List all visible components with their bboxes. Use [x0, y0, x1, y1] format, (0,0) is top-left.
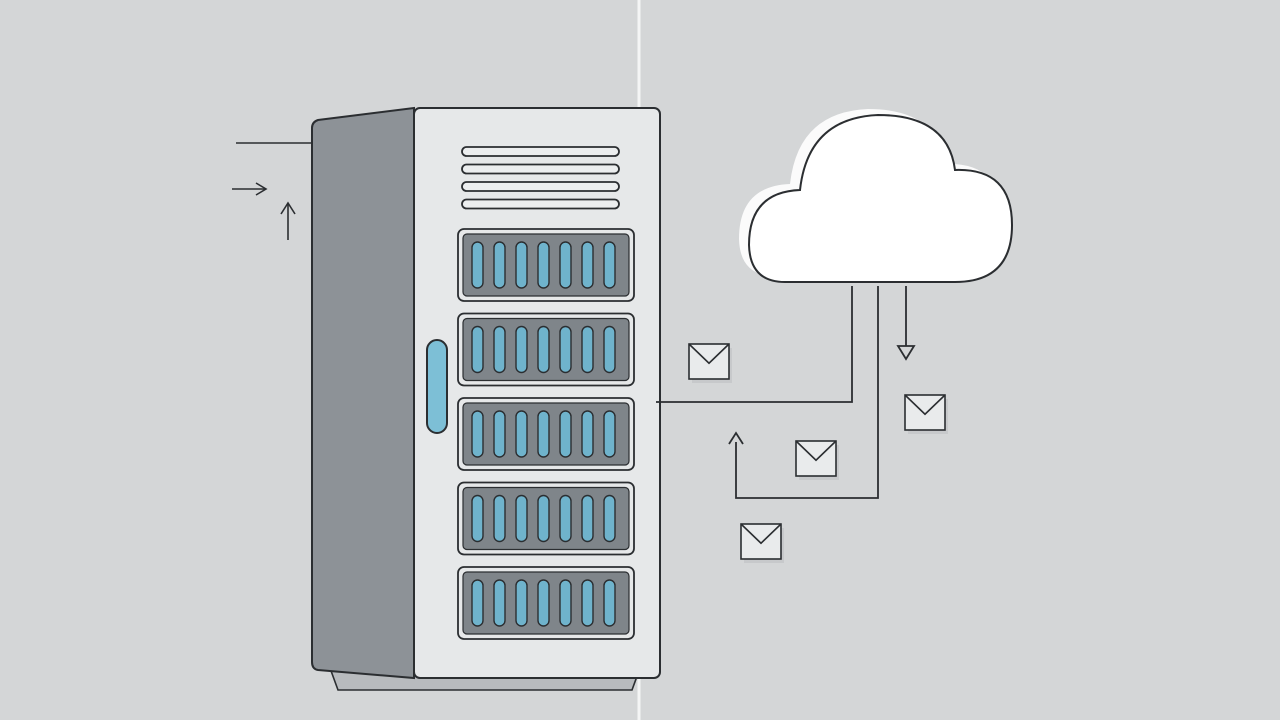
- drive-led: [493, 325, 506, 374]
- messages: [688, 343, 948, 563]
- server-handle: [426, 339, 448, 434]
- drive-led: [537, 241, 550, 289]
- envelope-icon: [795, 440, 839, 480]
- vent-slot: [461, 198, 620, 210]
- drive-led: [581, 494, 594, 543]
- arrow-up-icon: [728, 431, 744, 445]
- drive-led: [515, 579, 528, 627]
- vent-slot: [461, 181, 620, 192]
- drive-led: [581, 325, 594, 374]
- server-rack-icon: [311, 106, 661, 691]
- drive-led: [493, 241, 506, 289]
- drive-led: [515, 410, 528, 458]
- drive-led: [515, 241, 528, 289]
- drive-led: [603, 410, 616, 458]
- connector-cloud-to-server: [735, 286, 879, 499]
- drive-bay: [457, 312, 635, 387]
- drive-bay: [457, 481, 635, 556]
- cloud-body: [747, 113, 1014, 283]
- drive-bay: [457, 566, 635, 640]
- drive-led: [471, 494, 484, 543]
- vent-slot: [461, 146, 620, 157]
- drive-led: [493, 579, 506, 627]
- connectors: [656, 286, 916, 499]
- drive-led: [471, 579, 484, 627]
- drive-led: [471, 325, 484, 374]
- drive-led: [559, 241, 572, 289]
- connector-server-to-cloud: [656, 286, 853, 403]
- drive-led: [515, 494, 528, 543]
- drive-led: [493, 410, 506, 458]
- arrow-down-icon: [896, 345, 916, 361]
- drive-led: [581, 410, 594, 458]
- drive-led: [537, 410, 550, 458]
- drive-led: [581, 579, 594, 627]
- arrow-up-icon: [280, 201, 296, 240]
- drive-bay: [457, 228, 635, 302]
- drive-led: [493, 494, 506, 543]
- envelope-icon: [904, 394, 948, 434]
- drive-led: [471, 241, 484, 289]
- drive-led: [537, 494, 550, 543]
- drive-led: [581, 241, 594, 289]
- drive-led: [559, 325, 572, 374]
- envelope-icon: [688, 343, 732, 383]
- arrow-right-icon: [232, 182, 268, 196]
- drive-led: [537, 325, 550, 374]
- drive-bay: [457, 397, 635, 471]
- drive-led: [603, 325, 616, 374]
- server-vents: [461, 146, 620, 210]
- drive-led: [537, 579, 550, 627]
- drive-led: [515, 325, 528, 374]
- drive-led: [559, 494, 572, 543]
- drive-led: [471, 410, 484, 458]
- drive-led: [559, 579, 572, 627]
- drive-led: [559, 410, 572, 458]
- cloud-icon: [739, 109, 1014, 283]
- drive-led: [603, 241, 616, 289]
- drive-led: [603, 579, 616, 627]
- left-arrows: [232, 142, 318, 240]
- drive-led: [603, 494, 616, 543]
- vent-slot: [461, 163, 620, 175]
- envelope-icon: [740, 523, 784, 563]
- server-side: [311, 106, 415, 680]
- server-drive-bays: [457, 228, 635, 640]
